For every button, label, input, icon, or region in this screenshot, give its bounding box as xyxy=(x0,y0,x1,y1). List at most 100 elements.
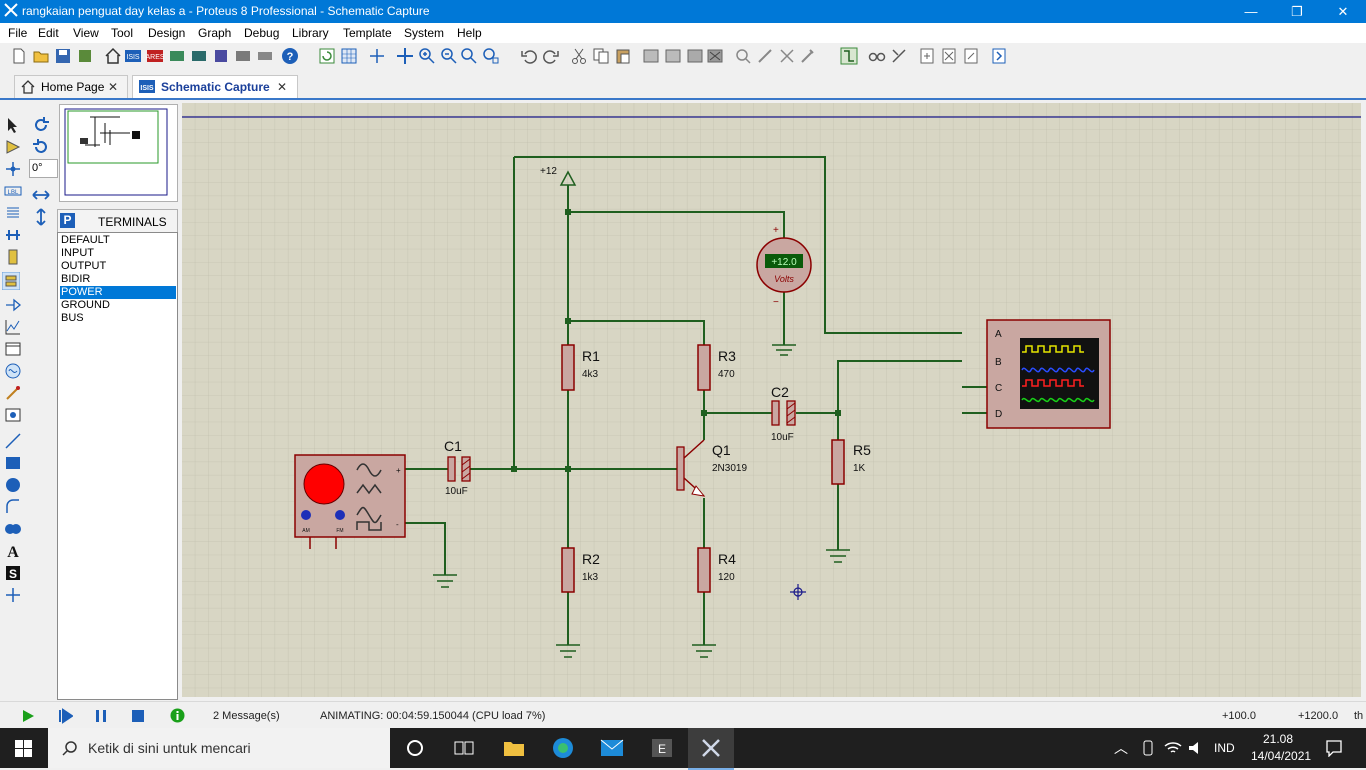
power-terminal[interactable] xyxy=(559,170,577,186)
zoom-in-icon[interactable] xyxy=(418,47,436,65)
decompose-icon[interactable] xyxy=(798,47,816,65)
refresh-icon[interactable] xyxy=(318,47,336,65)
circle-tool-icon[interactable] xyxy=(4,476,22,494)
save-icon[interactable] xyxy=(54,47,72,65)
rotate-anticlockwise-icon[interactable] xyxy=(32,138,50,156)
marker-tool-icon[interactable] xyxy=(4,586,22,604)
capacitor-c1[interactable] xyxy=(447,456,471,482)
menu-system[interactable]: System xyxy=(404,26,445,40)
volume-icon[interactable] xyxy=(1187,740,1205,756)
block-move-icon[interactable] xyxy=(664,47,682,65)
capacitor-c2[interactable] xyxy=(771,400,796,426)
resistor-r4[interactable] xyxy=(697,547,711,593)
pick-devices-button[interactable]: P xyxy=(60,213,75,228)
tape-recorder-icon[interactable] xyxy=(4,340,22,358)
redo-icon[interactable] xyxy=(542,47,560,65)
mirror-vertical-icon[interactable] xyxy=(32,208,50,226)
info-icon[interactable] xyxy=(170,708,185,723)
menu-library[interactable]: Library xyxy=(292,26,329,40)
path-tool-icon[interactable] xyxy=(4,520,22,538)
pcb-icon[interactable]: ARES xyxy=(146,47,164,65)
schematic-canvas[interactable]: +12 +12.0 Volts + − R1 4k3 R2 1k3 R3 470… xyxy=(182,103,1361,697)
origin-icon[interactable] xyxy=(368,47,386,65)
mirror-horizontal-icon[interactable] xyxy=(32,186,50,204)
clock-time[interactable]: 21.08 xyxy=(1263,732,1294,746)
component-mode-icon[interactable] xyxy=(4,138,22,156)
symbol-tool-icon[interactable]: S xyxy=(4,564,22,582)
make-device-icon[interactable] xyxy=(756,47,774,65)
block-copy-icon[interactable] xyxy=(642,47,660,65)
list-item[interactable]: BUS xyxy=(61,312,84,324)
bom-icon[interactable] xyxy=(212,47,230,65)
close-window-button[interactable]: ✕ xyxy=(1337,4,1349,19)
menu-file[interactable]: File xyxy=(8,26,28,40)
windows-start-icon[interactable] xyxy=(15,740,32,757)
property-tool-icon[interactable] xyxy=(890,47,908,65)
box-tool-icon[interactable] xyxy=(4,454,22,472)
file-explorer-icon[interactable] xyxy=(503,738,525,758)
cut-icon[interactable] xyxy=(570,47,588,65)
search-tag-icon[interactable] xyxy=(868,47,886,65)
menu-design[interactable]: Design xyxy=(148,26,186,40)
grid-toggle-icon[interactable] xyxy=(340,47,358,65)
language-indicator[interactable]: IND xyxy=(1214,741,1235,755)
text-script-icon[interactable] xyxy=(4,204,22,222)
terminals-mode-icon[interactable] xyxy=(2,272,20,290)
help-icon[interactable]: ? xyxy=(281,47,299,65)
dc-voltmeter[interactable]: +12.0 Volts + − xyxy=(756,225,812,308)
resistor-bodies[interactable] xyxy=(561,344,845,593)
maximize-button[interactable]: ❐ xyxy=(1291,4,1303,19)
network-usb-icon[interactable] xyxy=(1141,740,1155,756)
zoom-out-icon[interactable] xyxy=(440,47,458,65)
source-code-icon[interactable] xyxy=(234,47,252,65)
transistor-q1[interactable] xyxy=(676,439,706,497)
zoom-all-icon[interactable] xyxy=(460,47,478,65)
generator-mode-icon[interactable] xyxy=(4,362,22,380)
device-pins-icon[interactable] xyxy=(4,296,22,314)
resistor-r2[interactable] xyxy=(561,547,575,593)
taskbar-search-box[interactable]: Ketik di sini untuk mencari xyxy=(48,728,390,768)
task-view-icon[interactable] xyxy=(454,739,474,757)
line-tool-icon[interactable] xyxy=(4,432,22,450)
resistor-r3[interactable] xyxy=(697,344,711,391)
pause-icon[interactable] xyxy=(93,708,109,724)
undo-icon[interactable] xyxy=(520,47,538,65)
remove-sheet-icon[interactable] xyxy=(940,47,958,65)
stop-icon[interactable] xyxy=(130,708,146,724)
home-icon[interactable] xyxy=(104,47,122,65)
overview-window[interactable] xyxy=(59,104,178,202)
junction-dot-icon[interactable] xyxy=(4,160,22,178)
rotation-angle-field[interactable]: 0° xyxy=(29,159,58,178)
menu-debug[interactable]: Debug xyxy=(244,26,280,40)
arc-tool-icon[interactable] xyxy=(4,498,22,516)
list-item[interactable]: DEFAULT xyxy=(61,234,110,246)
tab-home-page[interactable]: Home Page ✕ xyxy=(14,75,128,98)
resistor-r1[interactable] xyxy=(561,344,575,391)
paste-icon[interactable] xyxy=(614,47,632,65)
block-rotate-icon[interactable] xyxy=(686,47,704,65)
copy-icon[interactable] xyxy=(592,47,610,65)
wire-label-icon[interactable]: LBL xyxy=(4,182,22,200)
virtual-instruments-icon[interactable] xyxy=(4,406,22,424)
gerber-icon[interactable] xyxy=(190,47,208,65)
mail-icon[interactable] xyxy=(600,739,624,757)
list-item[interactable]: BIDIR xyxy=(61,273,91,285)
menu-view[interactable]: View xyxy=(73,26,99,40)
menu-edit[interactable]: Edit xyxy=(38,26,59,40)
notification-center-icon[interactable] xyxy=(1325,739,1343,757)
app-e-icon[interactable]: E xyxy=(651,738,673,758)
block-delete-icon[interactable] xyxy=(706,47,724,65)
menu-template[interactable]: Template xyxy=(343,26,392,40)
graph-mode-icon[interactable] xyxy=(4,318,22,336)
message-count[interactable]: 2 Message(s) xyxy=(213,710,280,722)
design-explorer-icon[interactable] xyxy=(256,47,274,65)
oscilloscope[interactable]: A B C D xyxy=(986,319,1111,429)
zoom-area-icon[interactable] xyxy=(482,47,500,65)
function-generator[interactable]: + - AM FM xyxy=(294,454,406,549)
exit-to-parent-icon[interactable] xyxy=(962,47,980,65)
list-item-selected[interactable]: POWER xyxy=(60,286,176,299)
tab-schematic-capture[interactable]: ISIS Schematic Capture ✕ xyxy=(132,75,298,98)
new-file-icon[interactable] xyxy=(10,47,28,65)
tab-close-icon[interactable]: ✕ xyxy=(108,80,119,94)
proteus-taskbar-button[interactable] xyxy=(688,728,734,770)
